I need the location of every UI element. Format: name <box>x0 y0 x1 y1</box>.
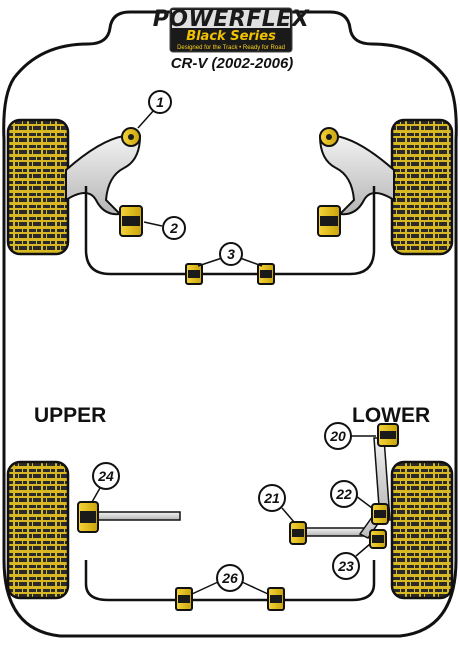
section-lower-label: LOWER <box>352 404 430 427</box>
front-left-tyre <box>6 118 70 256</box>
callout-21: 21 <box>258 484 286 512</box>
brand-series: Black Series <box>186 29 276 44</box>
rear-arb-bush-left <box>175 587 193 611</box>
car-body-outline <box>2 10 458 638</box>
leader-22 <box>355 495 373 509</box>
callout-2: 2 <box>162 216 186 240</box>
svg-text:24: 24 <box>97 468 114 484</box>
svg-text:23: 23 <box>337 558 354 574</box>
front-left-wishbone <box>65 135 142 216</box>
rear-right-tyre <box>390 460 454 600</box>
callout-22: 22 <box>330 480 358 508</box>
model-title: CR-V (2002-2006) <box>171 55 294 72</box>
svg-text:22: 22 <box>335 486 352 502</box>
leader-24 <box>91 487 101 503</box>
front-left-rear-bush <box>119 205 143 237</box>
callout-24: 24 <box>92 462 120 490</box>
leader-3a <box>197 257 223 267</box>
svg-text:26: 26 <box>221 570 238 586</box>
brand-logo: POWERFLEX Black Series Designed for the … <box>153 7 310 53</box>
leader-21 <box>281 507 295 523</box>
front-right-wishbone <box>318 135 395 216</box>
rear-arb-bush-right <box>267 587 285 611</box>
front-right-rear-bush <box>317 205 341 237</box>
leader-26a <box>191 581 219 595</box>
svg-text:2: 2 <box>169 220 178 236</box>
svg-text:3: 3 <box>227 246 235 262</box>
leader-23 <box>355 543 371 557</box>
callout-23: 23 <box>332 552 360 580</box>
rear-upper-arm <box>93 511 181 521</box>
front-left-arm-bush-core <box>128 134 134 140</box>
leader-3b <box>239 257 263 267</box>
leader-26b <box>241 581 269 595</box>
rear-lower-arm-inner-bush <box>289 521 307 545</box>
svg-text:21: 21 <box>263 490 280 506</box>
front-anti-roll-bar <box>84 186 376 276</box>
front-arb-bush-left <box>185 263 203 285</box>
leader-2 <box>143 221 163 227</box>
callout-3: 3 <box>219 242 243 266</box>
svg-text:1: 1 <box>156 94 164 110</box>
front-right-tyre <box>390 118 454 256</box>
callout-leaders <box>91 109 376 595</box>
callout-20: 20 <box>324 422 352 450</box>
rear-lower-arm-outer-bush <box>369 529 387 549</box>
brand-name: POWERFLEX <box>153 7 310 32</box>
front-right-arm-bush-core <box>326 134 332 140</box>
leader-1 <box>137 109 155 129</box>
rear-trailing-arm-bush <box>377 423 399 447</box>
rear-anti-roll-bar <box>84 560 376 602</box>
brand-tagline: Designed for the Track • Ready for Road <box>177 45 285 51</box>
rear-lower-link-bush <box>371 503 389 525</box>
rear-upper-arm-bush <box>77 501 99 533</box>
callout-1: 1 <box>148 90 172 114</box>
section-upper-label: UPPER <box>34 404 106 427</box>
svg-text:20: 20 <box>329 428 346 444</box>
rear-left-tyre <box>6 460 70 600</box>
callout-26: 26 <box>216 564 244 592</box>
front-arb-bush-right <box>257 263 275 285</box>
